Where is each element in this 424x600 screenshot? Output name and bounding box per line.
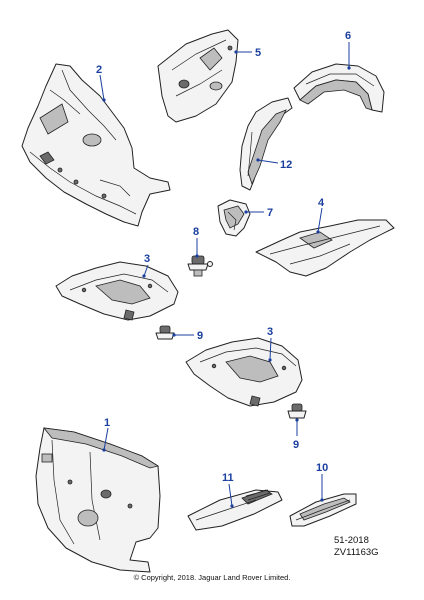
callout-10-label: 10 bbox=[316, 462, 328, 474]
part-9-fastener-lower[interactable] bbox=[287, 403, 307, 419]
callout-3b: 3 bbox=[267, 326, 273, 362]
callout-9a: 9 bbox=[172, 330, 203, 342]
callout-4: 4 bbox=[316, 197, 325, 234]
callout-5: 5 bbox=[234, 47, 261, 59]
callout-8: 8 bbox=[193, 226, 199, 258]
part-8-fastener[interactable] bbox=[187, 255, 213, 277]
callout-2-label: 2 bbox=[96, 64, 102, 76]
callout-7: 7 bbox=[244, 207, 273, 219]
part-11-sill-trim[interactable] bbox=[187, 489, 283, 531]
copyright-text: © Copyright, 2018. Jaguar Land Rover Lim… bbox=[134, 573, 291, 582]
part-6-wheelarch-liner[interactable] bbox=[293, 63, 385, 113]
callout-6-label: 6 bbox=[345, 30, 351, 42]
callout-1-label: 1 bbox=[104, 417, 110, 429]
part-3-floor-insulator-upper[interactable] bbox=[55, 261, 179, 321]
callout-10: 10 bbox=[316, 462, 328, 502]
callout-11: 11 bbox=[222, 472, 234, 508]
callout-9b: 9 bbox=[293, 418, 299, 451]
callout-12-label: 12 bbox=[280, 159, 292, 171]
callout-9b-label: 9 bbox=[293, 439, 299, 451]
part-4-insulator[interactable] bbox=[255, 219, 395, 277]
part-12-pillar-trim[interactable] bbox=[239, 97, 293, 191]
callout-3a-label: 3 bbox=[144, 253, 150, 265]
callout-12: 12 bbox=[256, 158, 292, 171]
part-5-panel[interactable] bbox=[157, 29, 239, 123]
callout-2: 2 bbox=[96, 64, 106, 102]
reference-line-1: 51-2018 bbox=[334, 535, 369, 546]
callout-1: 1 bbox=[102, 417, 110, 452]
callout-5-label: 5 bbox=[255, 47, 261, 59]
callout-8-label: 8 bbox=[193, 226, 199, 238]
callout-7-label: 7 bbox=[267, 207, 273, 219]
part-2-bulkhead-insulator[interactable] bbox=[21, 63, 171, 227]
callout-3a: 3 bbox=[142, 253, 150, 278]
callout-11-label: 11 bbox=[222, 472, 234, 484]
part-7-clip[interactable] bbox=[217, 199, 251, 237]
part-1-dash-insulator[interactable] bbox=[35, 427, 161, 573]
reference-line-2: ZV11163G bbox=[334, 547, 379, 558]
part-9-fastener-upper[interactable] bbox=[155, 325, 175, 340]
callout-4-label: 4 bbox=[318, 197, 325, 209]
part-3-floor-insulator-lower[interactable] bbox=[185, 337, 303, 407]
callout-6: 6 bbox=[345, 30, 351, 70]
part-10-sill-trim[interactable] bbox=[289, 493, 357, 527]
callout-3b-label: 3 bbox=[267, 326, 273, 338]
callout-9a-label: 9 bbox=[197, 330, 203, 342]
